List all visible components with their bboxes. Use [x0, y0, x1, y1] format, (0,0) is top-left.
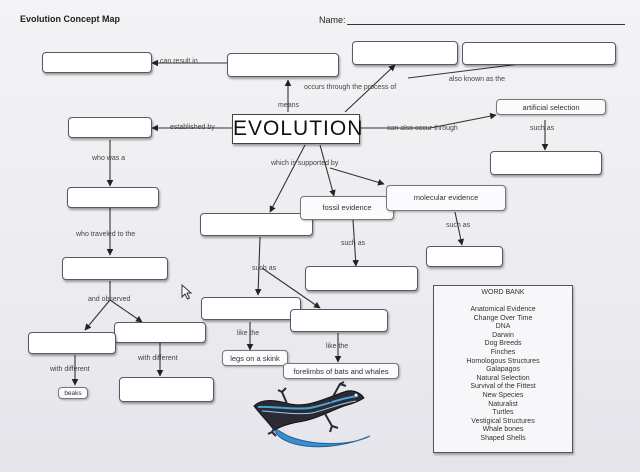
- answer-box-traveled-to[interactable]: [62, 257, 168, 280]
- answer-box-evidence[interactable]: [200, 213, 313, 236]
- answer-box-fossil-example[interactable]: [305, 266, 418, 291]
- label-who-was-a: who was a: [92, 155, 126, 162]
- answer-box-observed-2[interactable]: [114, 322, 206, 343]
- forelimbs-box: forelimbs of bats and whales: [283, 363, 399, 379]
- word-bank-item: DNA: [495, 323, 511, 331]
- answer-box-observed-1[interactable]: [28, 332, 116, 354]
- artificial-selection-box: artificial selection: [496, 99, 606, 115]
- mouse-cursor-icon: [181, 284, 193, 300]
- name-line[interactable]: [347, 24, 625, 25]
- word-bank-title: WORD BANK: [481, 289, 525, 296]
- word-bank-list: Anatomical Evidence Change Over Time DNA…: [434, 306, 572, 444]
- label-occurs-through: occurs through the process of: [304, 84, 397, 91]
- evolution-center-box: EVOLUTION: [232, 114, 362, 144]
- label-such-as-molecular: such as: [446, 222, 471, 229]
- answer-box-anatomical-2[interactable]: [290, 309, 388, 332]
- word-bank-item: Vestigical Structures: [471, 417, 535, 425]
- molecular-evidence-box: molecular evidence: [386, 185, 506, 211]
- answer-box-means[interactable]: [227, 53, 339, 77]
- word-bank-item: Galapagos: [486, 366, 520, 374]
- label-with-different-1: with different: [50, 366, 90, 373]
- label-can-result-in: can result in: [160, 58, 198, 65]
- answer-box-established-by[interactable]: [68, 117, 152, 138]
- label-established-by: established by: [170, 124, 215, 131]
- answer-box-process[interactable]: [352, 41, 458, 65]
- answer-box-who-was-a[interactable]: [67, 187, 159, 208]
- word-bank-item: Natural Selection: [476, 374, 530, 382]
- word-bank: WORD BANK Anatomical Evidence Change Ove…: [433, 285, 573, 453]
- label-also-known-as: also known as the: [449, 76, 506, 83]
- answer-box-can-result-in[interactable]: [42, 52, 152, 73]
- label-such-as-fossil: such as: [341, 240, 366, 247]
- label-supported-by: which is supported by: [271, 160, 339, 167]
- label-and-observed: and observed: [88, 296, 131, 303]
- label-who-traveled: who traveled to the: [76, 231, 136, 238]
- word-bank-item: Turtles: [492, 409, 514, 417]
- answer-box-with-different[interactable]: [119, 377, 214, 402]
- label-such-as-left: such as: [252, 265, 277, 272]
- word-bank-item: Shaped Shells: [480, 434, 526, 442]
- label-with-different-2: with different: [138, 355, 178, 362]
- word-bank-item: Darwin: [492, 331, 514, 339]
- name-label: Name:: [319, 15, 346, 25]
- word-bank-item: Finches: [490, 348, 516, 356]
- word-bank-item: Change Over Time: [473, 314, 533, 322]
- answer-box-artificial-example[interactable]: [490, 151, 602, 175]
- worksheet-title: Evolution Concept Map: [20, 14, 120, 24]
- answer-box-anatomical-1[interactable]: [201, 297, 301, 320]
- word-bank-item: Anatomical Evidence: [470, 306, 536, 313]
- word-bank-item: Homologous Structures: [466, 357, 540, 365]
- word-bank-item: Whale bones: [482, 426, 524, 434]
- answer-box-also-known-as[interactable]: [462, 42, 616, 65]
- word-bank-item: Naturalist: [488, 400, 518, 408]
- label-means: means: [278, 102, 300, 109]
- fossil-evidence-box: fossil evidence: [300, 196, 394, 220]
- skink-lizard-icon: [253, 381, 371, 448]
- legs-on-skink-box: legs on a skink: [222, 350, 288, 366]
- word-bank-item: Dog Breeds: [484, 340, 522, 348]
- word-bank-item: New Species: [482, 391, 524, 399]
- beaks-box: beaks: [58, 387, 88, 399]
- label-like-the-1: like the: [237, 330, 260, 337]
- answer-box-molecular-example[interactable]: [426, 246, 503, 267]
- label-can-also-occur-through: can also occur through: [387, 125, 458, 132]
- label-like-the-2: like the: [326, 343, 349, 350]
- word-bank-item: Survival of the Fittest: [470, 383, 536, 391]
- label-such-as-top: such as: [530, 125, 555, 132]
